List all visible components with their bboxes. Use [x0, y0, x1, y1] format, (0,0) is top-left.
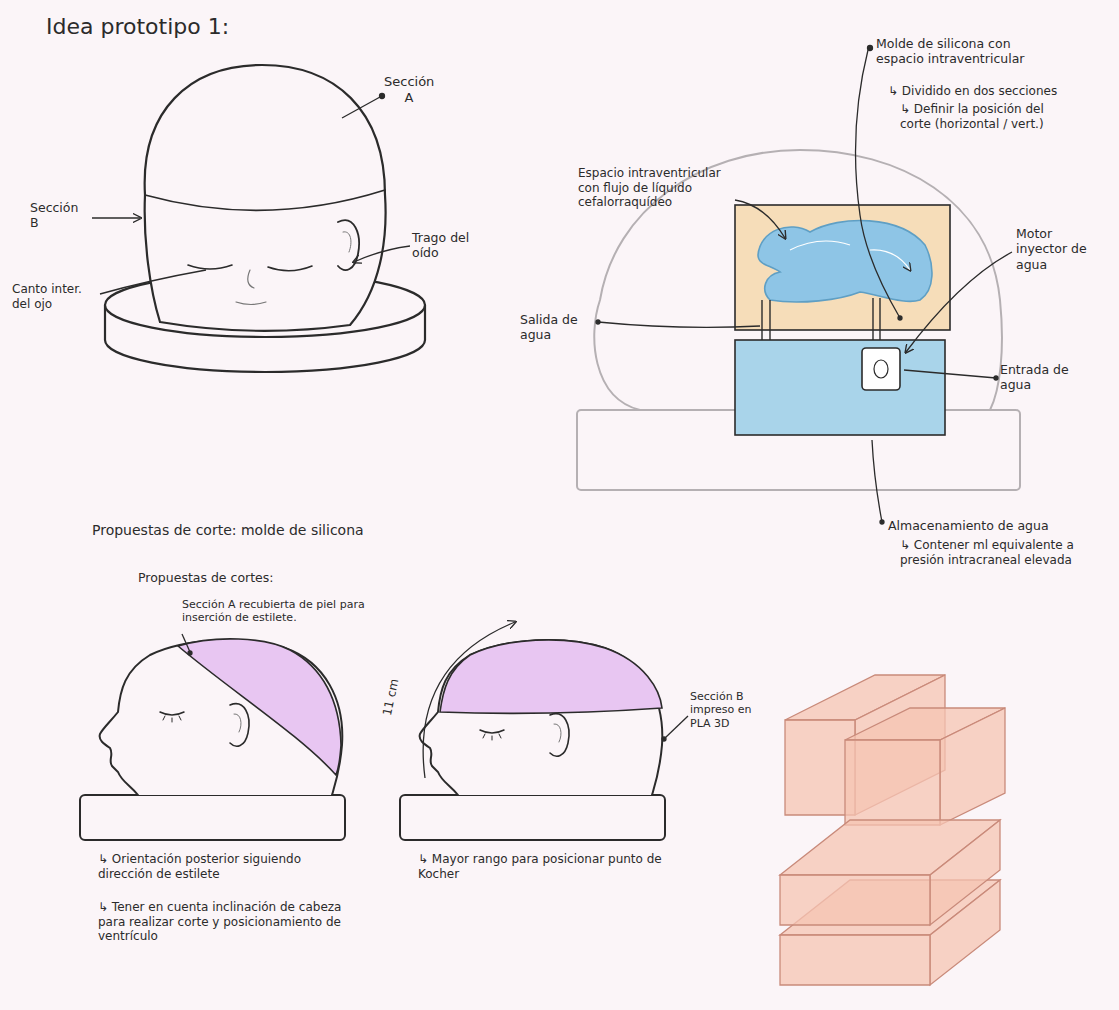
annotation-label: ↳ Contener ml equivalente a presión intr…: [900, 538, 1075, 567]
head-outline-faint: [577, 150, 1020, 490]
annotation-label: Propuestas de corte: molde de silicona: [92, 522, 422, 539]
annotation-label: ↳ Orientación posterior siguiendo direcc…: [98, 852, 348, 881]
annotation-label: Sección B impreso en PLA 3D: [690, 690, 760, 730]
annotation-label: ↳ Tener en cuenta inclinación de cabeza …: [98, 900, 358, 944]
water-storage: [735, 340, 945, 435]
annotation-label: Sección A recubierta de piel para inserc…: [182, 598, 392, 625]
cut-block-vertical: [785, 675, 1005, 825]
leader-lines-head: [92, 94, 410, 295]
annotation-label: Almacenamiento de agua: [888, 518, 1088, 533]
dimension-arrow: [423, 622, 688, 778]
annotation-label: Sección A: [384, 74, 434, 106]
head-profile-horizontal-cut: [400, 640, 665, 840]
annotation-label: Sección B: [30, 200, 90, 231]
annotation-label: ↳ Definir la posición del corte (horizon…: [900, 102, 1070, 131]
annotation-label: Salida de agua: [520, 312, 596, 343]
annotation-label: Propuestas de cortes:: [138, 570, 358, 585]
cut-block-horizontal: [780, 820, 1000, 985]
annotation-label: 11 cm: [379, 671, 404, 723]
head-sketch-front: [105, 65, 425, 372]
sketch-title: Idea prototipo 1:: [46, 14, 229, 39]
annotation-label: Trago del oído: [412, 230, 478, 261]
head-profile-diagonal-cut: [80, 639, 345, 840]
annotation-label: ↳ Dividido en dos secciones: [888, 84, 1098, 99]
annotation-label: Motor inyector de agua: [1016, 226, 1096, 272]
annotation-label: Entrada de agua: [1000, 362, 1072, 393]
annotation-label: ↳ Mayor rango para posicionar punto de K…: [418, 852, 668, 881]
silicone-mold: [735, 205, 950, 330]
annotation-label: Canto inter. del ojo: [12, 282, 98, 311]
leader-line-section-a: [182, 634, 192, 655]
annotation-label: Molde de silicona con espacio intraventr…: [876, 36, 1056, 67]
annotation-label: Espacio intraventricular con flujo de lí…: [578, 166, 733, 210]
